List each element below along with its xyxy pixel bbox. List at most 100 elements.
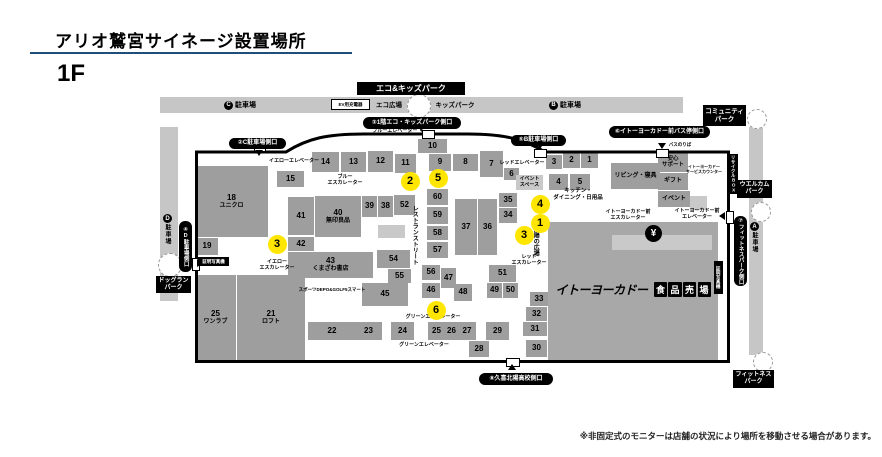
store-label: 25 [211, 309, 220, 319]
entrance-marker [658, 143, 666, 149]
floor-label: 1F [57, 60, 86, 87]
facility-label: イトーヨーカドー サービスカウンター [686, 164, 722, 174]
signage-point-4: 4 [530, 194, 550, 214]
area-label: エコ&キッズパーク [357, 82, 465, 95]
store-label: 4 [556, 176, 561, 186]
store-box: 25 [428, 322, 445, 340]
area-label: ウエルカム パーク [737, 180, 772, 198]
food-hall-backroom [612, 235, 712, 250]
store-label: 46 [426, 285, 436, 295]
facility-label: レッド エスカレーター [511, 254, 547, 266]
entrance-label: ③1階エコ・キッズパーク側口 [363, 117, 461, 129]
store-label: 48 [458, 287, 468, 297]
store-label: 3 [551, 156, 557, 166]
facility-label: イトーヨーカドー前 エレベーター [674, 208, 720, 220]
store-box: 24 [391, 322, 414, 340]
facility-label: レストランストリート [411, 205, 418, 265]
store-label: 41 [296, 210, 306, 220]
store-box: 37 [455, 199, 477, 255]
store-label: 37 [461, 221, 471, 231]
store-box: 13 [341, 152, 366, 172]
store-label: 10 [428, 140, 437, 150]
store-name: 無印良品 [325, 217, 350, 224]
parking-label-text: 駐車場 [235, 102, 256, 109]
store-label: 2 [569, 154, 574, 164]
food-hall-hall-char: 売 [683, 282, 697, 297]
store-box: 39 [362, 196, 377, 217]
entrance-marker [719, 212, 725, 220]
entrance-gap [534, 149, 547, 158]
parking-badge: C [224, 100, 233, 110]
parking-bar-item: EV用充電器 [331, 99, 370, 110]
title-underline [30, 52, 352, 54]
signage-point-5: 5 [428, 168, 448, 188]
store-label: 36 [483, 221, 492, 231]
store-label: 15 [286, 173, 295, 183]
store-label: 40 [333, 207, 343, 217]
store-label: 29 [493, 325, 502, 335]
entrance-label: ②C駐車場側口 [229, 138, 286, 149]
facility-label: スポーツDEPO&GOLF5スマート [298, 287, 366, 292]
store-label: 27 [462, 325, 472, 335]
store-box: 3 [546, 155, 562, 169]
store-label: 9 [437, 157, 443, 167]
entrance-marker [197, 259, 203, 267]
store-label: 49 [490, 285, 499, 295]
facility-label: イエロー エスカレーター [259, 259, 295, 271]
store-box: 60 [427, 189, 448, 205]
store-box: 31 [523, 322, 547, 336]
store-box: 30 [526, 340, 547, 357]
facility-label: バスのりば [668, 142, 692, 147]
parking-bar-item: エコ広場 [376, 102, 402, 109]
facility-label: グリーンエレベーター [399, 342, 449, 348]
store-label: 33 [534, 293, 544, 303]
store-label: 21 [266, 309, 276, 319]
food-hall-hall-char: 場 [697, 282, 711, 297]
store-box: 26 [443, 322, 460, 340]
signage-point-6: 6 [426, 300, 446, 320]
store-box: 50 [503, 283, 518, 298]
area-label: 証明写真機 [714, 261, 723, 294]
footnote: ※非固定式のモニターは店舗の状況により場所を移動させる場合があります。 [579, 431, 876, 441]
parking-badge: B [549, 100, 558, 110]
store-box: 55 [388, 269, 411, 283]
store-label: 39 [365, 201, 374, 211]
parking-circle [747, 109, 767, 129]
store-box: 38 [378, 196, 393, 217]
store-label: イベント スペース [519, 175, 540, 188]
store-label: 50 [506, 285, 515, 295]
store-label: 5 [577, 176, 583, 186]
store-box: 8 [453, 154, 478, 171]
store-label: 14 [321, 156, 330, 166]
store-box: 10 [418, 139, 447, 153]
facility-label: ブルー エスカレーター [327, 174, 363, 186]
store-box: 48 [454, 284, 472, 301]
store-name: ユニクロ [219, 202, 244, 209]
store-label: ギフト [663, 178, 682, 185]
store-box: 33 [530, 292, 548, 306]
signage-point-1: 1 [530, 213, 550, 233]
store-name: くまざわ書店 [312, 266, 349, 273]
store-label: 26 [447, 325, 456, 335]
store-box: リビング・寝具 [611, 163, 660, 189]
food-hall-hall-label: 食品売場 [652, 280, 711, 298]
store-label: 28 [474, 343, 484, 353]
store-name: ワンラブ [203, 319, 228, 326]
store-label: 31 [530, 323, 540, 333]
parking-circle [753, 352, 773, 372]
parking-label-text: 駐車場 [560, 102, 581, 109]
store-label: 19 [202, 241, 212, 251]
store-label: 6 [509, 168, 514, 178]
store-label: 8 [463, 157, 468, 167]
store-box [378, 225, 405, 238]
store-box: 32 [526, 307, 547, 321]
store-box: 54 [377, 250, 410, 268]
store-box: 41 [288, 197, 314, 235]
store-label: 7 [489, 158, 494, 168]
store-box: 2 [563, 152, 580, 168]
store-box: 15 [277, 171, 304, 187]
store-box: 58 [427, 226, 448, 240]
